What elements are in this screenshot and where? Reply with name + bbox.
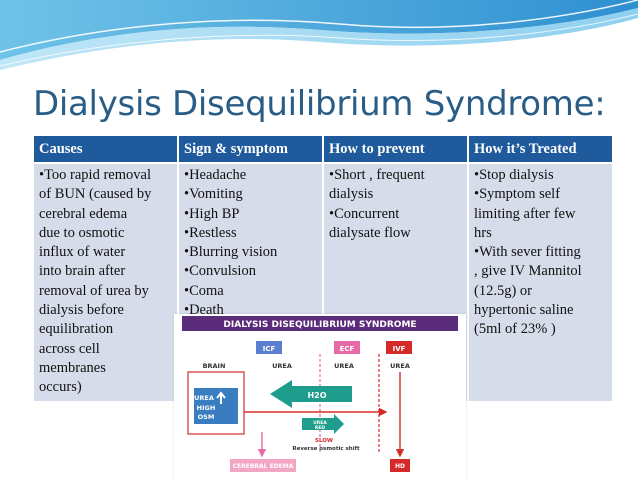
prevent-line: dialysis xyxy=(329,186,374,203)
causes-line: removal of urea by xyxy=(39,282,149,299)
treated-line: (12.5g) or xyxy=(474,282,532,299)
brain-label: BRAIN xyxy=(203,362,226,370)
slow-label: SLOW xyxy=(315,438,333,444)
treated-line: hypertonic saline xyxy=(474,302,574,319)
symptom-line: •Blurring vision xyxy=(184,244,278,261)
treated-line: •Symptom self xyxy=(474,186,561,203)
causes-line: across cell xyxy=(39,340,100,357)
icf-label: ICF xyxy=(263,345,276,353)
up-arrow-icon xyxy=(216,391,226,404)
symptom-line: •Vomiting xyxy=(184,186,243,203)
ecf-tag xyxy=(334,341,360,354)
urea-label-icf: UREA xyxy=(272,362,292,370)
dds-diagram-svg: DIALYSIS DISEQUILIBRIUM SYNDROME ICF ECF… xyxy=(182,316,458,472)
small-urea-arrow xyxy=(302,414,344,434)
diagram-title-bar xyxy=(182,316,458,331)
header-how-to-prevent: How to prevent xyxy=(324,136,467,164)
prevent-line: •Concurrent xyxy=(329,205,400,222)
causes-line: dialysis before xyxy=(39,302,124,319)
diagram-title: DIALYSIS DISEQUILIBRIUM SYNDROME xyxy=(223,320,416,330)
header-causes: Causes xyxy=(34,136,177,164)
symptom-line: •Convulsion xyxy=(184,263,256,280)
cerebral-edema-box xyxy=(230,459,296,472)
treated-line: hrs xyxy=(474,224,492,241)
header-wave-banner xyxy=(0,0,638,70)
treated-line: •Stop dialysis xyxy=(474,167,554,183)
brain-compartment-box xyxy=(187,371,245,435)
causes-line: into brain after xyxy=(39,263,126,280)
cerebral-edema-label: CEREBRAL EDEMA xyxy=(233,463,294,470)
urea-label-ecf: UREA xyxy=(334,362,354,370)
treated-line: limiting after few xyxy=(474,205,576,222)
causes-line: due to osmotic xyxy=(39,224,125,241)
ecf-label: ECF xyxy=(340,345,355,353)
ivf-tag xyxy=(386,341,412,354)
slide-title: Dialysis Disequilibrium Syndrome: xyxy=(33,84,606,124)
reverse-osmotic-shift-label: Reverse osmotic shift xyxy=(292,446,360,452)
symptom-line: •Headache xyxy=(184,167,247,183)
ivf-label: IVF xyxy=(393,345,406,353)
urea-label-ivf: UREA xyxy=(390,362,410,370)
symptom-line: •Restless xyxy=(184,224,237,241)
brain-urea-line-1: UREA xyxy=(194,394,214,402)
brain-urea-line-3: OSM xyxy=(198,413,215,421)
hd-box xyxy=(390,459,410,472)
dds-diagram: DIALYSIS DISEQUILIBRIUM SYNDROME ICF ECF… xyxy=(174,314,466,478)
causes-line: membranes xyxy=(39,359,106,376)
treated-line: •With sever fitting xyxy=(474,244,581,261)
causes-line: cerebral edema xyxy=(39,205,128,222)
symptom-line: •High BP xyxy=(184,205,240,222)
causes-line: influx of water xyxy=(39,244,126,261)
causes-line: equilibration xyxy=(39,321,114,338)
brain-urea-line-2: HIGH xyxy=(197,404,216,412)
prevent-line: •Short , frequent xyxy=(329,167,425,183)
causes-line: of BUN (caused by xyxy=(39,186,152,203)
treated-line: (5ml of 23% ) xyxy=(474,321,556,338)
cell-causes: •Too rapid removal of BUN (caused by cer… xyxy=(34,164,177,401)
treated-line: , give IV Mannitol xyxy=(474,263,582,280)
header-sign-symptom: Sign & symptom xyxy=(179,136,322,164)
prevent-line: dialysate flow xyxy=(329,224,411,241)
causes-line: occurs) xyxy=(39,379,82,396)
small-urea-line-1: UREA xyxy=(313,420,327,426)
header-how-treated: How it’s Treated xyxy=(469,136,612,164)
table-header-row: Causes Sign & symptom How to prevent How… xyxy=(34,136,612,164)
h2o-label: H2O xyxy=(307,391,326,400)
cell-how-treated: •Stop dialysis •Symptom self limiting af… xyxy=(469,164,612,401)
symptom-line: •Coma xyxy=(184,282,224,299)
h2o-arrow xyxy=(270,380,352,408)
brain-urea-box xyxy=(194,388,238,424)
causes-line: •Too rapid removal xyxy=(39,167,151,183)
icf-tag xyxy=(256,341,282,354)
hd-label: HD xyxy=(395,463,405,470)
small-urea-line-2: RED xyxy=(315,425,326,431)
